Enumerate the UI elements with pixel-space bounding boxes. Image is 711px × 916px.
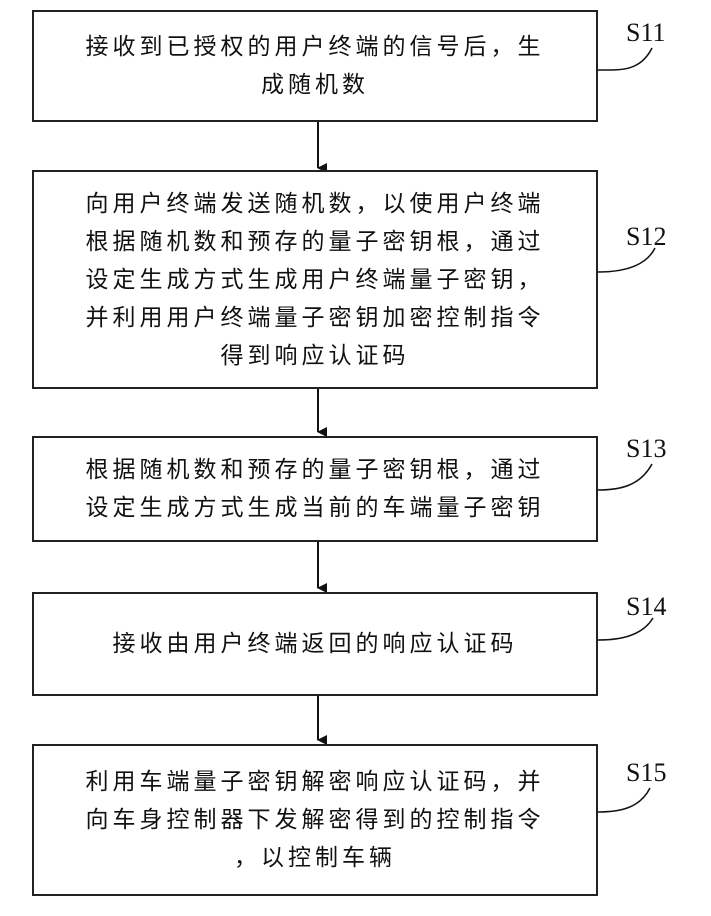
step-label-s12: S12 [626, 222, 666, 252]
step-label-s15: S15 [626, 758, 666, 788]
leader-s13 [598, 464, 652, 490]
step-line: 利用车端量子密钥解密响应认证码，并 [48, 763, 582, 801]
step-line: 接收到已授权的用户终端的信号后，生 [48, 28, 582, 66]
step-line: 根据随机数和预存的量子密钥根，通过 [48, 451, 582, 489]
step-box-s12: 向用户终端发送随机数，以使用户终端 根据随机数和预存的量子密钥根，通过 设定生成… [32, 170, 598, 389]
step-line: 向车身控制器下发解密得到的控制指令 [48, 801, 582, 839]
step-line: 得到响应认证码 [48, 337, 582, 375]
step-box-s11: 接收到已授权的用户终端的信号后，生 成随机数 [32, 10, 598, 122]
step-line: 设定生成方式生成当前的车端量子密钥 [48, 489, 582, 527]
step-text-s11: 接收到已授权的用户终端的信号后，生 成随机数 [48, 28, 582, 104]
step-text-s14: 接收由用户终端返回的响应认证码 [48, 625, 582, 663]
step-line: ，以控制车辆 [48, 839, 582, 877]
step-text-s12: 向用户终端发送随机数，以使用户终端 根据随机数和预存的量子密钥根，通过 设定生成… [48, 185, 582, 375]
step-text-s13: 根据随机数和预存的量子密钥根，通过 设定生成方式生成当前的车端量子密钥 [48, 451, 582, 527]
step-label-s11: S11 [626, 18, 666, 48]
step-text-s15: 利用车端量子密钥解密响应认证码，并 向车身控制器下发解密得到的控制指令 ，以控制… [48, 763, 582, 877]
step-line: 根据随机数和预存的量子密钥根，通过 [48, 223, 582, 261]
step-label-s14: S14 [626, 592, 666, 622]
step-line: 接收由用户终端返回的响应认证码 [48, 625, 582, 663]
step-line: 向用户终端发送随机数，以使用户终端 [48, 185, 582, 223]
step-box-s13: 根据随机数和预存的量子密钥根，通过 设定生成方式生成当前的车端量子密钥 [32, 436, 598, 542]
step-box-s14: 接收由用户终端返回的响应认证码 [32, 592, 598, 696]
step-line: 并利用用户终端量子密钥加密控制指令 [48, 299, 582, 337]
leader-s11 [598, 48, 652, 70]
step-line: 设定生成方式生成用户终端量子密钥， [48, 261, 582, 299]
leader-s15 [598, 788, 650, 812]
step-label-s13: S13 [626, 434, 666, 464]
step-box-s15: 利用车端量子密钥解密响应认证码，并 向车身控制器下发解密得到的控制指令 ，以控制… [32, 744, 598, 896]
step-line: 成随机数 [48, 66, 582, 104]
